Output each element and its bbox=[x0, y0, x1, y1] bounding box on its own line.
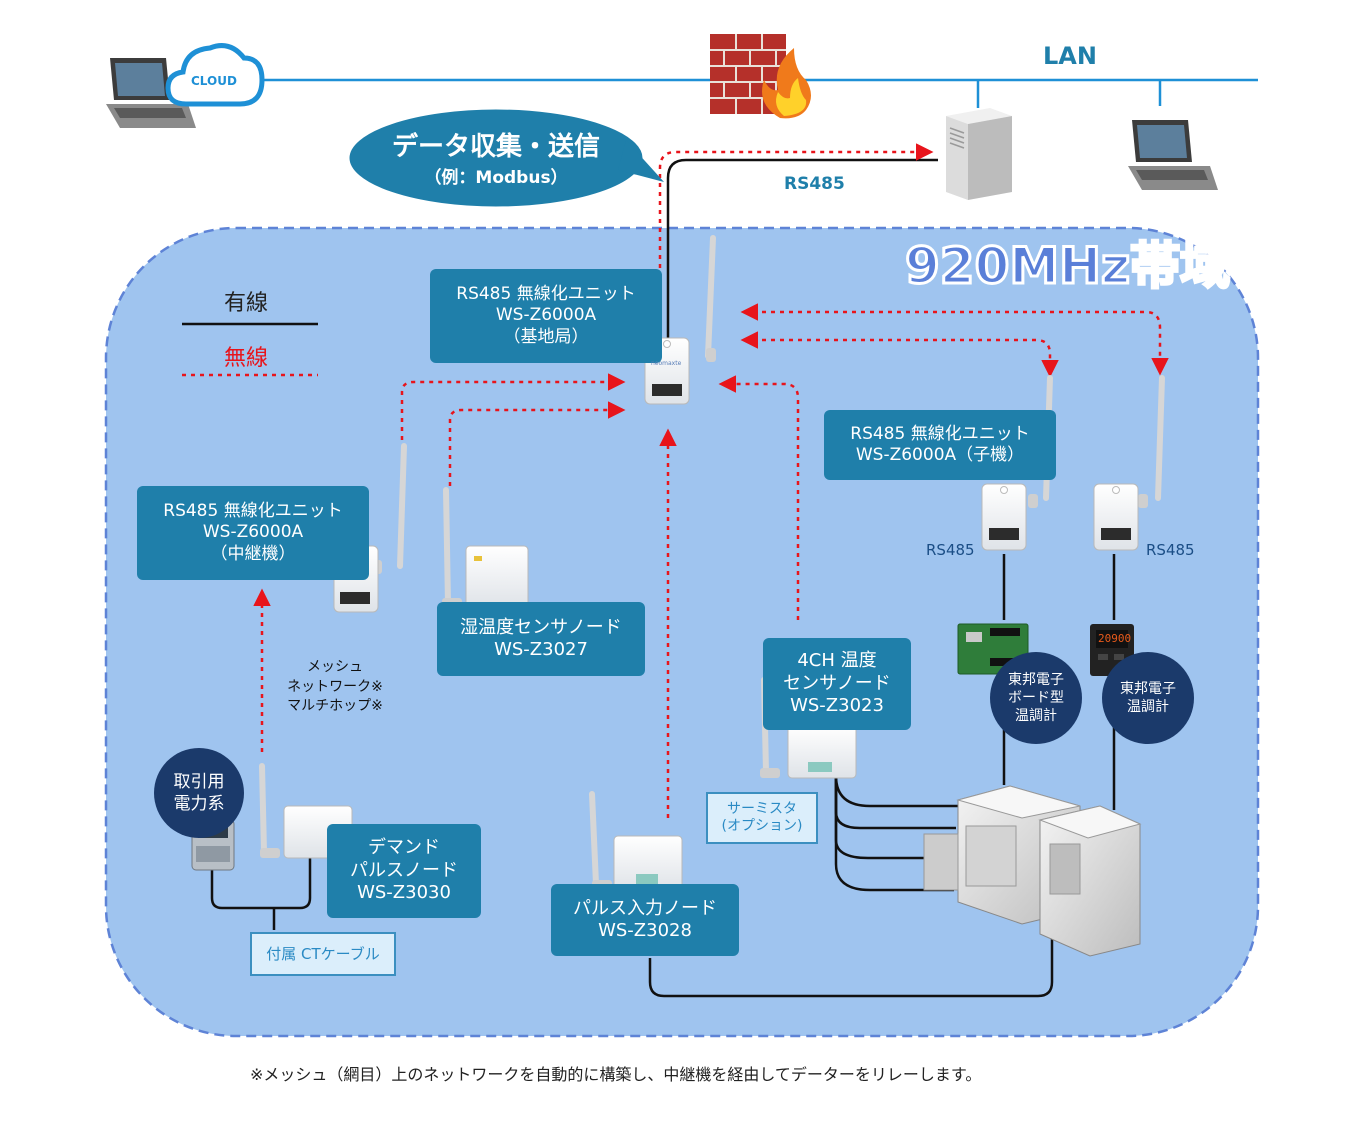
relay-unit-line3: （中継機） bbox=[210, 543, 296, 564]
temp-node-line3: WS-Z3023 bbox=[790, 695, 884, 717]
mesh-note-line3: マルチホップ※ bbox=[287, 698, 383, 715]
controller-circle: 東邦電子 温調計 bbox=[1102, 652, 1194, 744]
humidity-node-line1: 湿温度センサノード bbox=[460, 616, 622, 638]
mesh-note-line1: メッシュ bbox=[307, 659, 363, 675]
lan-label: LAN bbox=[1043, 42, 1097, 70]
controller-display: 20900 bbox=[1098, 632, 1132, 645]
humidity-node-line2: WS-Z3027 bbox=[494, 639, 588, 660]
mesh-note-line2: ネットワーク※ bbox=[287, 678, 383, 695]
board-circle-line3: 温調計 bbox=[1015, 708, 1057, 725]
legend-wireless-label: 無線 bbox=[224, 346, 269, 371]
bubble-line2: （例：Modbus） bbox=[424, 168, 568, 188]
mesh-note: メッシュ ネットワーク※ マルチホップ※ bbox=[270, 658, 400, 717]
firewall-icon bbox=[710, 34, 811, 119]
relay-unit-label: RS485 無線化ユニット WS-Z6000A （中継機） bbox=[137, 486, 369, 580]
server-icon bbox=[946, 108, 1012, 200]
laptop-icon bbox=[1128, 120, 1218, 190]
cloud-label: CLOUD bbox=[191, 74, 237, 88]
temp-node-line1: 4CH 温度 bbox=[797, 650, 877, 672]
demand-node-label: デマンド パルスノード WS-Z3030 bbox=[327, 824, 481, 918]
wired-lines bbox=[210, 158, 1116, 998]
demand-node-line3: WS-Z3030 bbox=[357, 882, 451, 904]
thermistor-line2: (オプション) bbox=[721, 818, 803, 834]
base-unit-line2: WS-Z6000A bbox=[495, 305, 597, 326]
bubble-line1: データ収集・送信 bbox=[391, 132, 600, 162]
board-circle-line2: ボード型 bbox=[1008, 689, 1064, 706]
thermistor-line1: サーミスタ bbox=[727, 801, 797, 818]
humidity-node-label: 湿温度センサノード WS-Z3027 bbox=[437, 602, 645, 676]
machine-icon bbox=[923, 785, 1142, 957]
power-circle-line1: 取引用 bbox=[173, 771, 225, 792]
demand-node-line2: パルスノード bbox=[350, 859, 458, 881]
base-unit-label: RS485 無線化ユニット WS-Z6000A （基地局） bbox=[430, 269, 662, 363]
base-unit-line1: RS485 無線化ユニット bbox=[456, 284, 636, 305]
power-circle-line2: 電力系 bbox=[173, 794, 225, 814]
band-label: 920MHz帯域 bbox=[903, 236, 1231, 297]
rs485-left-label: RS485 bbox=[926, 541, 975, 559]
child-device-2 bbox=[1093, 375, 1165, 551]
bubble-text: データ収集・送信 （例：Modbus） bbox=[352, 126, 640, 188]
ct-callout: 付属 CTケーブル bbox=[250, 932, 396, 976]
pulse-node-line2: WS-Z3028 bbox=[598, 920, 692, 941]
temp-node-line2: センサノード bbox=[783, 672, 891, 694]
thermistor-callout: サーミスタ (オプション) bbox=[706, 792, 818, 844]
speech-bubble bbox=[346, 106, 664, 210]
child-unit-line2: WS-Z6000A（子機） bbox=[855, 445, 1025, 465]
rs485-top-label: RS485 bbox=[784, 174, 845, 194]
cloud-icon bbox=[165, 43, 265, 107]
relay-unit-line1: RS485 無線化ユニット bbox=[163, 501, 343, 522]
controller-circle-line1: 東邦電子 bbox=[1120, 680, 1176, 697]
temp-node-label: 4CH 温度 センサノード WS-Z3023 bbox=[763, 638, 911, 730]
laptop-icon bbox=[106, 58, 196, 128]
legend-wired-label: 有線 bbox=[224, 291, 269, 316]
pulse-node-label: パルス入力ノード WS-Z3028 bbox=[551, 884, 739, 956]
demand-node-line1: デマンド bbox=[368, 837, 440, 859]
child-unit-label: RS485 無線化ユニット WS-Z6000A（子機） bbox=[824, 410, 1056, 480]
child-unit-line1: RS485 無線化ユニット bbox=[850, 423, 1030, 444]
footnote: ※メッシュ（網目）上のネットワークを自動的に構築し、中継機を経由してデーターをリ… bbox=[250, 1065, 982, 1084]
pulse-node-line1: パルス入力ノード bbox=[573, 897, 717, 919]
controller-circle-line2: 温調計 bbox=[1127, 699, 1169, 715]
power-circle: 取引用 電力系 bbox=[154, 748, 244, 838]
base-unit-line3: （基地局） bbox=[503, 326, 589, 347]
board-circle: 東邦電子 ボード型 温調計 bbox=[990, 652, 1082, 744]
device-brand-label: neomaxte bbox=[651, 360, 682, 367]
wireless-lines bbox=[253, 143, 1169, 818]
relay-unit-line2: WS-Z6000A bbox=[202, 522, 304, 543]
ct-callout-text: 付属 CTケーブル bbox=[266, 945, 380, 963]
rs485-right-label: RS485 bbox=[1146, 541, 1195, 559]
board-circle-line1: 東邦電子 bbox=[1008, 671, 1064, 688]
